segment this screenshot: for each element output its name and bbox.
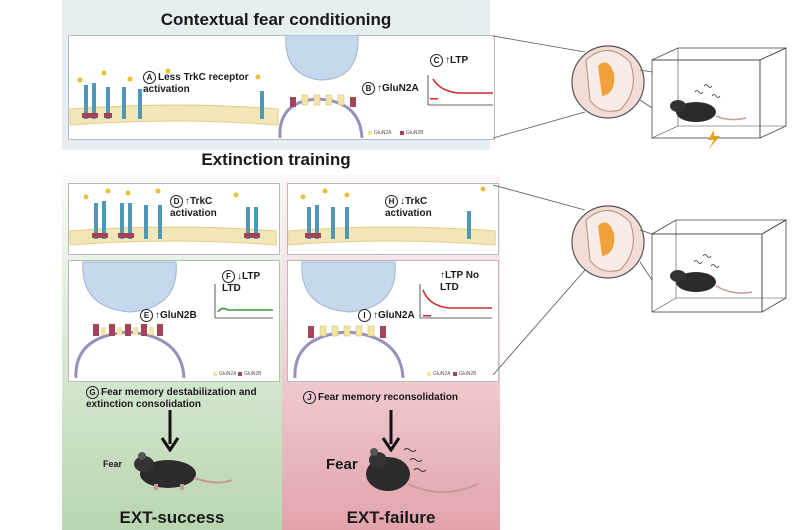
legend-glun2b: GluN2B <box>406 130 424 136</box>
arrow-down-icon <box>160 410 180 452</box>
label-d: D↑TrkC activation <box>170 195 217 220</box>
legend-glun2a-success: GluN2A <box>219 371 237 377</box>
conditioning-title: Contextual fear conditioning <box>160 10 392 29</box>
success-synapse-illustration <box>74 261 273 379</box>
legend-glun2b-success: GluN2B <box>244 371 262 377</box>
label-i: I↑GluN2A <box>358 309 415 322</box>
context-illustrations <box>492 35 788 376</box>
label-c: C↑LTP <box>430 54 468 67</box>
fear-label-success: Fear <box>103 459 123 469</box>
label-i-plot: ↑LTP No LTD <box>440 270 480 293</box>
mouse-calm-icon <box>134 452 233 490</box>
label-h: H↓TrkC activation <box>385 195 432 220</box>
label-f: F↓LTP LTD <box>222 270 260 295</box>
mouse-fearful-icon <box>366 448 479 493</box>
success-trkc-illustration <box>69 188 277 246</box>
outcome-failure: EXT-failure <box>346 508 436 527</box>
legend-glun2b-failure: GluN2B <box>459 371 477 377</box>
failure-trkc-illustration <box>288 186 496 246</box>
fear-label-failure: Fear <box>326 456 358 473</box>
legend-glun2a: GluN2A <box>374 130 392 136</box>
outcome-success: EXT-success <box>119 508 225 527</box>
failure-synapse-illustration <box>293 261 492 379</box>
extinction-title: Extinction training <box>201 150 351 169</box>
conditioning-synapse-illustration <box>69 35 493 138</box>
label-e: E↑GluN2B <box>140 309 197 322</box>
arrow-down-icon <box>381 410 401 452</box>
label-b: B↑GluN2A <box>362 82 419 95</box>
legend-glun2a-failure: GluN2A <box>433 371 451 377</box>
